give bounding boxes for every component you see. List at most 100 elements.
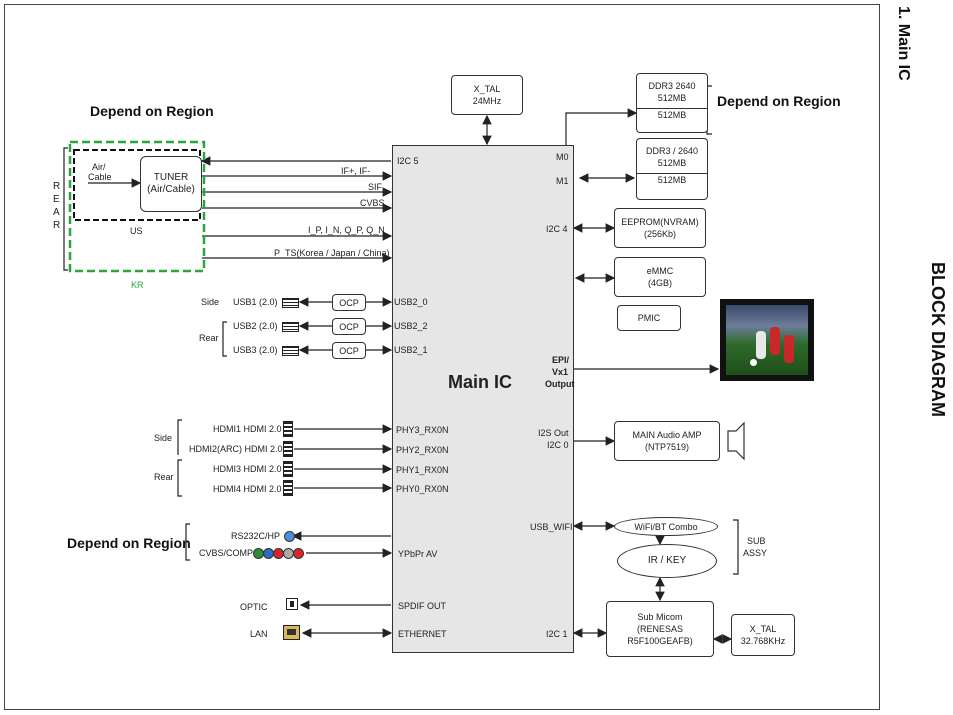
eeprom-line1: EEPROM(NVRAM) (621, 217, 699, 227)
tuner-depend-label: Depend on Region (90, 103, 214, 119)
pin-if: IF+, IF- (341, 166, 371, 176)
optic-port-icon (286, 598, 298, 610)
air-label-1: Air/ (92, 162, 106, 172)
hdmi1-label: HDMI1 HDMI 2.0 (213, 424, 282, 434)
hdmi1-port-icon (283, 421, 293, 437)
audio-amp-line2: (NTP7519) (644, 442, 689, 452)
pin-ypbpr: YPbPr AV (398, 549, 438, 559)
hdmi4-label: HDMI4 HDMI 2.0 (213, 484, 282, 494)
usb1-port-icon (282, 298, 299, 308)
ocp1-box: OCP (332, 294, 366, 311)
pin-spdif: SPDIF OUT (398, 601, 447, 611)
pmic-box: PMIC (617, 305, 681, 331)
pin-phy0: PHY0_RX0N (396, 484, 449, 494)
diagram-frame (4, 4, 880, 710)
xtal-sub-box: X_TAL 32.768KHz (731, 614, 795, 656)
us-label: US (130, 226, 143, 236)
xtal-sub-line1: X_TAL (749, 624, 777, 634)
hdmi-rear-label: Rear (154, 472, 174, 482)
ddr-a-line2: 512MB (657, 93, 687, 103)
xtal-main-box: X_TAL 24MHz (451, 75, 523, 115)
optic-label: OPTIC (240, 602, 268, 612)
sub-micom-box: Sub Micom (RENESAS R5F100GEAFB) (606, 601, 714, 657)
ddr-b-line2: 512MB (657, 158, 687, 168)
xtal-sub-line2: 32.768KHz (740, 636, 786, 646)
emmc-line1: eMMC (646, 266, 674, 276)
pin-i2c4: I2C 4 (546, 224, 568, 234)
ocp3-box: OCP (332, 342, 366, 359)
main-ic-block (392, 145, 574, 653)
speaker-icon (728, 423, 744, 459)
xtal-main-line1: X_TAL (473, 84, 501, 94)
sub-assy-line2: ASSY (743, 548, 768, 558)
ddr-a-box: DDR3 2640 512MB 512MB (636, 73, 708, 133)
pin-usb2-0: USB2_0 (394, 297, 428, 307)
audio-amp-line1: MAIN Audio AMP (632, 430, 702, 440)
hdmi3-port-icon (283, 461, 293, 477)
emmc-box: eMMC (4GB) (614, 257, 706, 297)
ocp2-box: OCP (332, 318, 366, 335)
hdmi2-port-icon (283, 441, 293, 457)
pin-usb-wifi: USB_WIFI (530, 522, 573, 532)
tuner-line2: (Air/Cable) (147, 184, 195, 195)
sub-assy-line1: SUB (747, 536, 766, 546)
hdmi2-label: HDMI2(ARC) HDMI 2.0 (189, 444, 283, 454)
hdmi3-label: HDMI3 HDMI 2.0 (213, 464, 282, 474)
pin-i2c0: I2C 0 (547, 440, 569, 450)
pin-ethernet: ETHERNET (398, 629, 447, 639)
hdmi-side-label: Side (154, 433, 173, 443)
emmc-line2: (4GB) (647, 278, 672, 288)
pin-m1: M1 (556, 176, 569, 186)
rear-label: REAR (53, 181, 61, 231)
usb2-port-icon (282, 322, 299, 332)
usb3-label: USB3 (2.0) (233, 345, 278, 355)
pin-usb2-1: USB2_1 (394, 345, 428, 355)
pin-iq: I_P, I_N, Q_P, Q_N (308, 225, 385, 235)
tuner-line1: TUNER (153, 172, 189, 183)
ddr-depend-label: Depend on Region (717, 93, 841, 109)
pin-vx1: Vx1 (552, 367, 569, 377)
ddr-b-line1: DDR3 / 2640 (645, 146, 699, 156)
pin-m0: M0 (556, 152, 569, 162)
air-label-2: Cable (88, 172, 112, 182)
xtal-main-line2: 24MHz (472, 96, 502, 106)
pin-i2c5: I2C 5 (397, 156, 419, 166)
pin-phy1: PHY1_RX0N (396, 465, 449, 475)
pin-phy3: PHY3_RX0N (396, 425, 449, 435)
pin-cvbs: CVBS (360, 198, 385, 208)
sub-micom-line1: Sub Micom (637, 612, 683, 622)
ddr-b-box: DDR3 / 2640 512MB 512MB (636, 138, 708, 200)
lan-label: LAN (250, 629, 268, 639)
ddr-b-line3: 512MB (637, 173, 707, 186)
lan-port-icon (283, 625, 300, 640)
eeprom-box: EEPROM(NVRAM) (256Kb) (614, 208, 706, 248)
ddr-a-line1: DDR3 2640 (648, 81, 696, 91)
sub-micom-line3: R5F100GEAFB) (627, 636, 693, 646)
pin-output: Output (545, 379, 575, 389)
usb3-port-icon (282, 346, 299, 356)
wifi-bt-box: WiFi/BT Combo (614, 517, 718, 536)
tuner-box: TUNER (Air/Cable) (140, 156, 202, 212)
pin-sif: SIF (368, 182, 383, 192)
main-ic-label: Main IC (448, 372, 513, 392)
ir-key-box: IR / KEY (617, 544, 717, 578)
usb-side-label: Side (201, 297, 220, 307)
tv-display-image (720, 299, 814, 381)
pin-phy2: PHY2_RX0N (396, 445, 449, 455)
rs232-jack-icon (284, 531, 295, 542)
ddr-a-line3: 512MB (637, 108, 707, 121)
usb1-label: USB1 (2.0) (233, 297, 278, 307)
comp-jack-red2-icon (293, 548, 304, 559)
pin-usb2-2: USB2_2 (394, 321, 428, 331)
usb2-label: USB2 (2.0) (233, 321, 278, 331)
rs232-label: RS232C/HP (231, 531, 281, 541)
cvbs-label: CVBS/COMP (199, 548, 254, 558)
kr-label: KR (131, 280, 144, 290)
audio-amp-box: MAIN Audio AMP (NTP7519) (614, 421, 720, 461)
av-depend-label: Depend on Region (67, 535, 191, 551)
usb-rear-label: Rear (199, 333, 219, 343)
pin-pts: P_TS(Korea / Japan / China) (274, 248, 390, 258)
pin-epi: EPI/ (552, 355, 570, 365)
eeprom-line2: (256Kb) (643, 229, 677, 239)
